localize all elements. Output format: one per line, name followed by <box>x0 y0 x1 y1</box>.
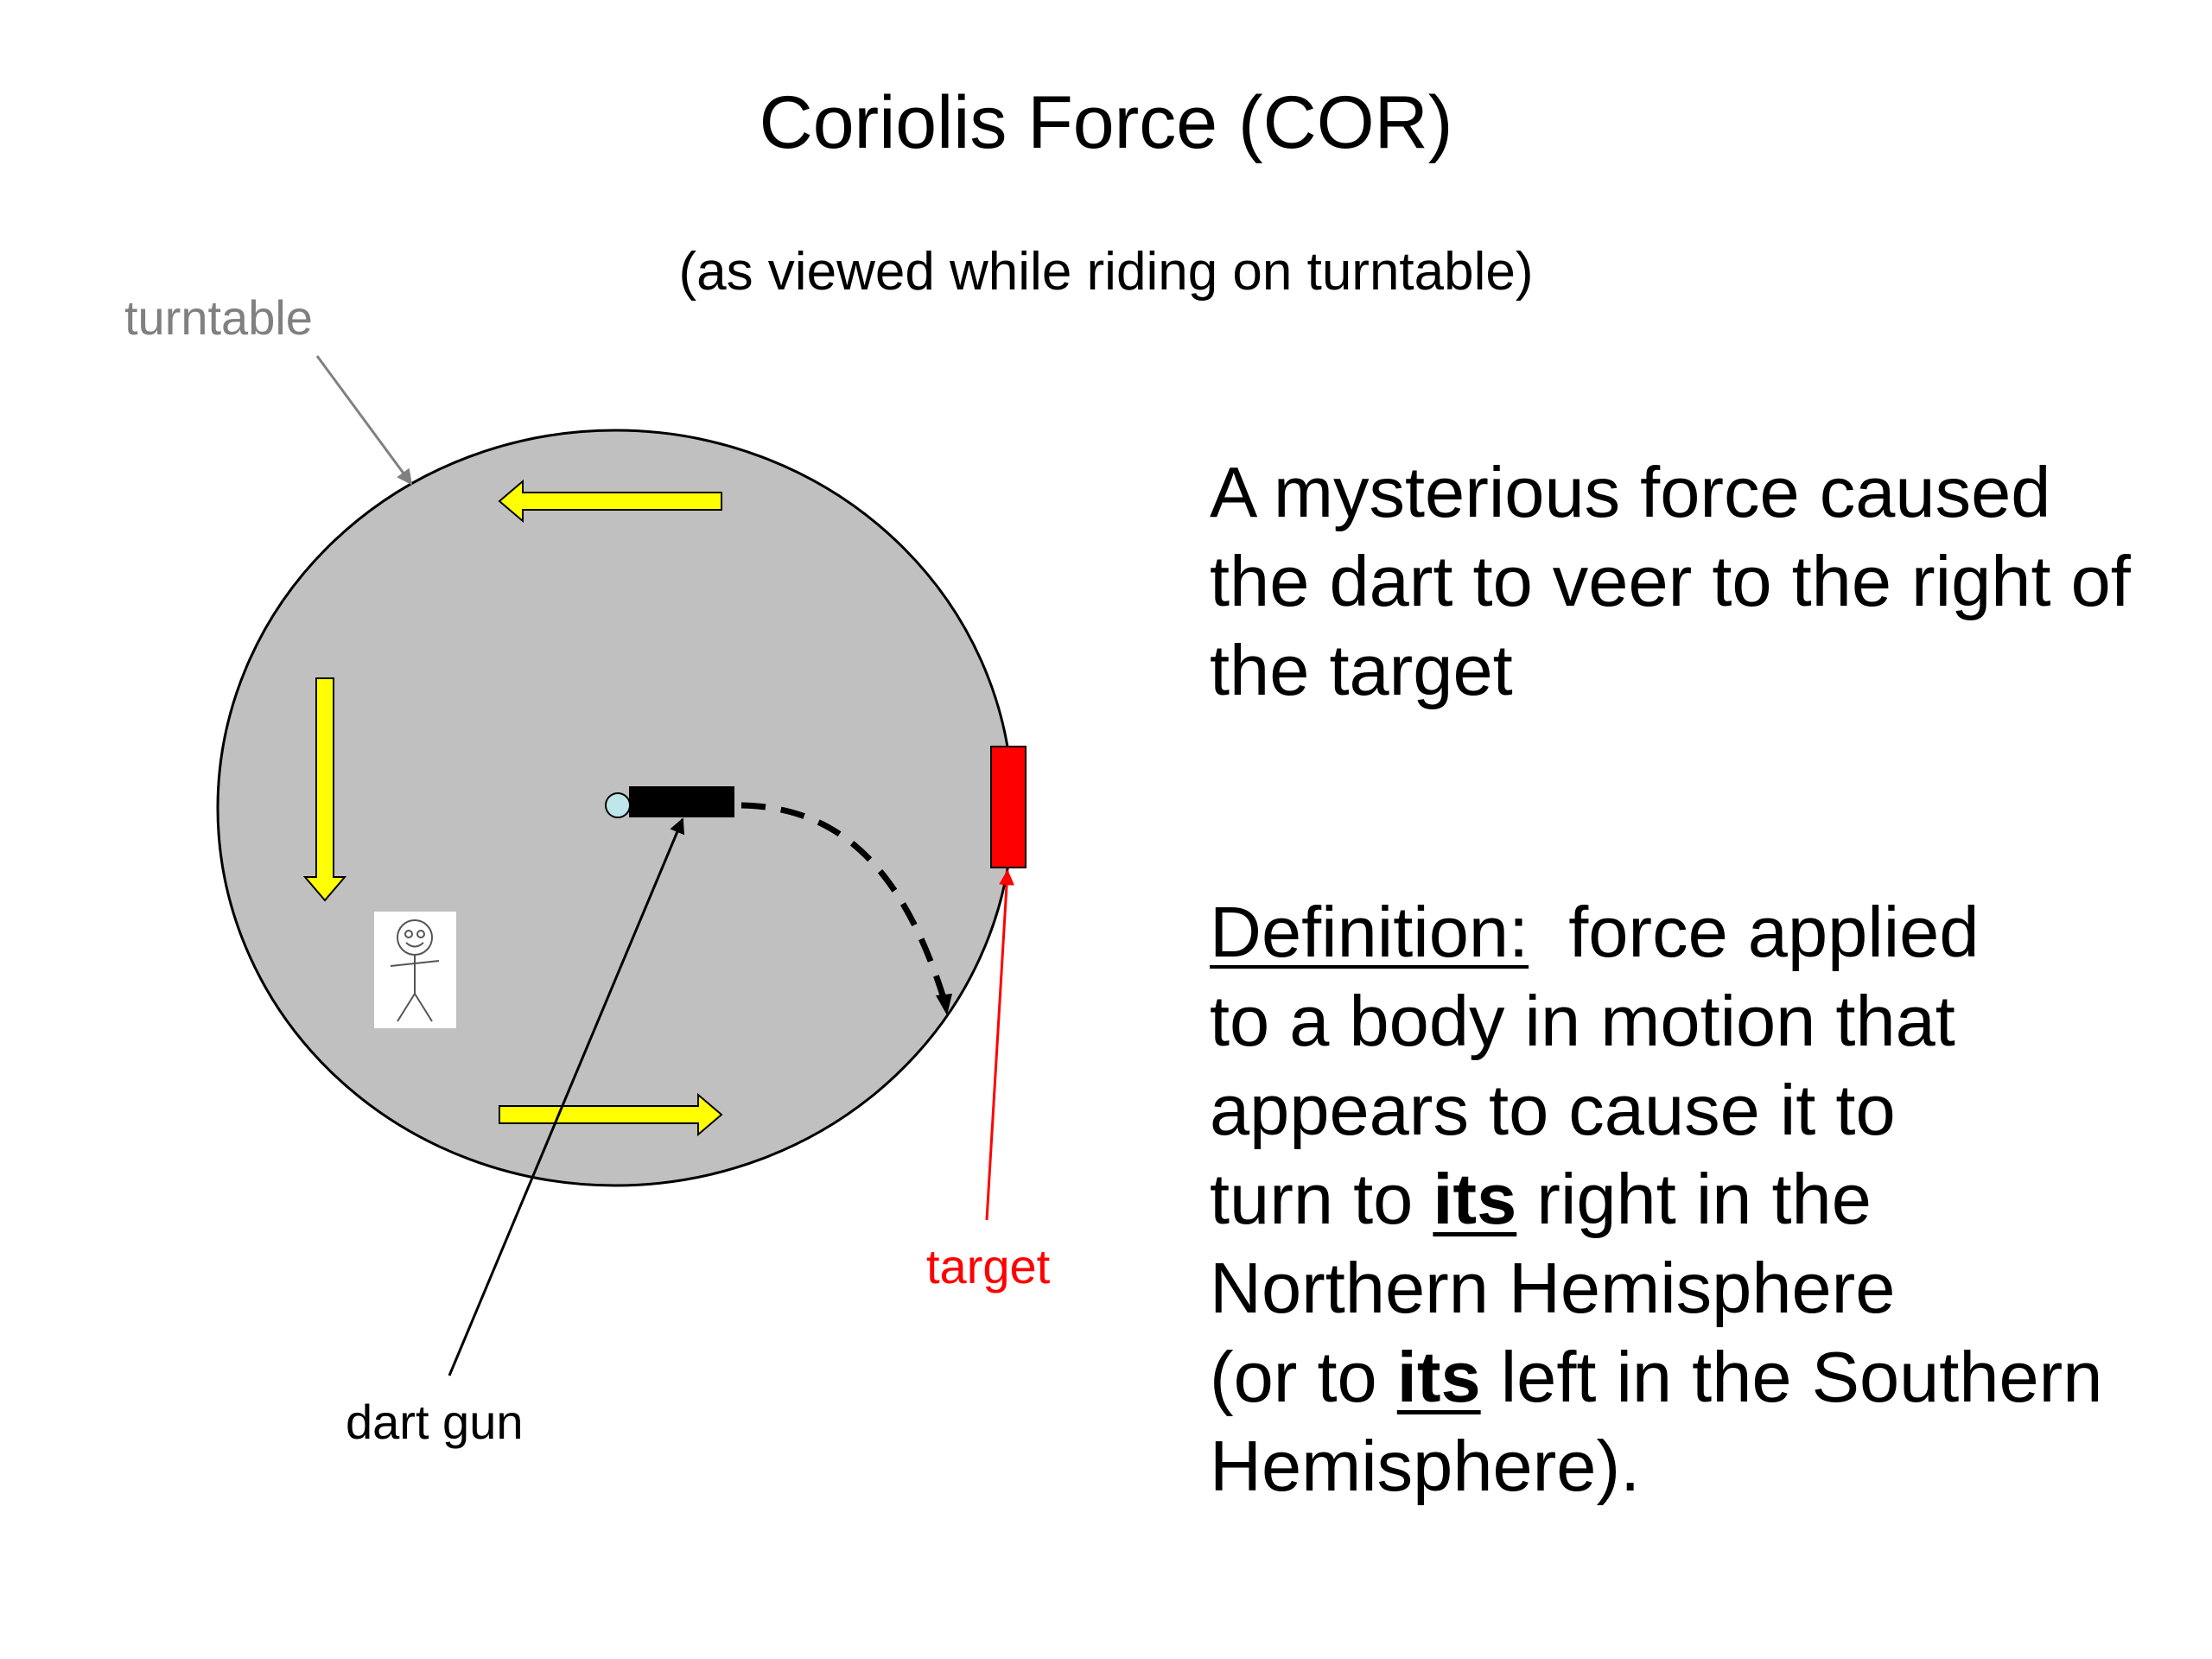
dart <box>605 792 631 818</box>
slide-title: Coriolis Force (COR) <box>759 81 1453 164</box>
stick-figure-icon <box>374 912 456 1028</box>
emphasis-its-left: its <box>1396 1337 1481 1417</box>
target-label: target <box>926 1239 1051 1294</box>
definition-line-6-pre: (or to <box>1210 1337 1397 1417</box>
dart-trajectory <box>741 802 947 1000</box>
rotation-arrow-bottom-icon <box>499 1092 723 1137</box>
emphasis-its-right: its <box>1433 1159 1517 1239</box>
definition-line-3: appears to cause it to <box>1210 1070 1896 1150</box>
definition-line-1-text: force applied <box>1529 892 1980 972</box>
dart-gun-icon <box>629 786 734 817</box>
definition-line-6: (or to its left in the Southern <box>1210 1332 2177 1421</box>
definition-line-6-post: left in the Southern <box>1480 1337 2103 1417</box>
turntable-leader <box>315 355 413 486</box>
definition-heading: Definition: <box>1210 892 1529 972</box>
rotation-arrow-left-icon <box>302 677 347 902</box>
dart-trajectory-arrowhead <box>936 994 952 1015</box>
statement-text: A mysterious force caused the dart to ve… <box>1210 452 2131 710</box>
dart-gun-leader <box>448 817 685 1376</box>
definition-line-4-post: right in the <box>1516 1159 1872 1239</box>
target-block-icon <box>990 746 1027 868</box>
definition-line-7: Hemisphere). <box>1210 1426 1641 1506</box>
definition-line-4: turn to its right in the <box>1210 1154 2177 1243</box>
rotation-arrow-top-icon <box>498 479 722 524</box>
target-leader <box>985 869 1015 1221</box>
dart-gun-label: dart gun <box>346 1395 524 1449</box>
definition-line-2: to a body in motion that <box>1210 981 1955 1061</box>
definition-line-4-pre: turn to <box>1210 1159 1433 1239</box>
slide-subtitle: (as viewed while riding on turntable) <box>678 242 1534 302</box>
definition-block: Definition: force applied to a body in m… <box>1210 887 2177 1510</box>
turntable-label: turntable <box>124 290 313 345</box>
definition-line-1: Definition: force applied <box>1210 887 2177 976</box>
definition-line-5: Northern Hemisphere <box>1210 1248 1896 1328</box>
